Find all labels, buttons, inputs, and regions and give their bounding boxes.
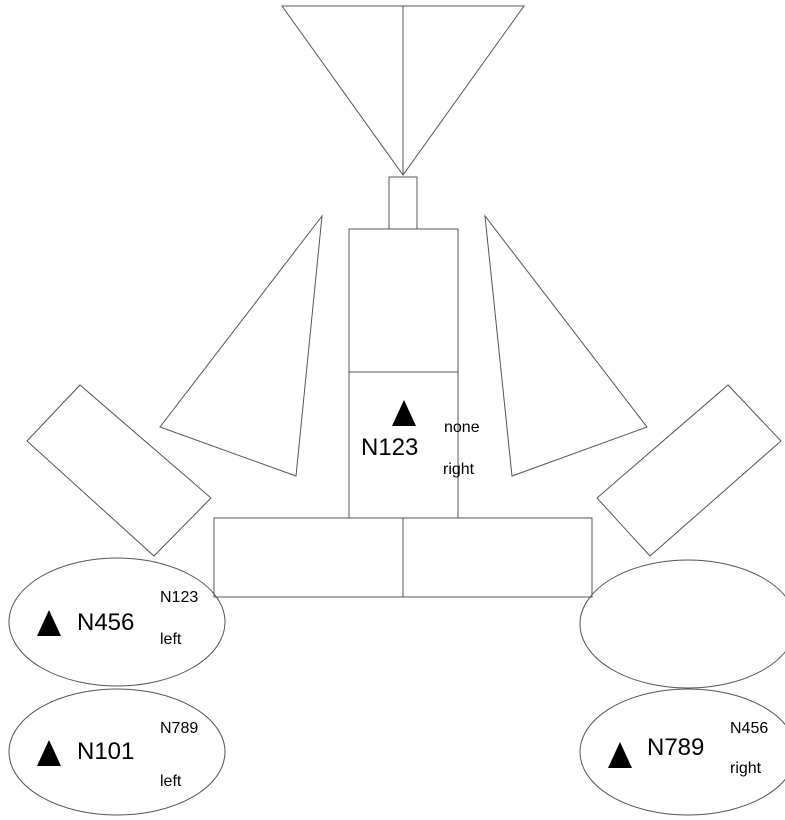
node-n123: N123 none right	[361, 400, 480, 478]
node-id-label: N456	[77, 609, 134, 636]
right-angled-box	[596, 384, 782, 557]
n456-ellipse	[8, 557, 226, 687]
left-angled-box	[26, 384, 212, 557]
node-n456: N456 N123 left	[37, 589, 198, 648]
left-wing-triangle	[159, 214, 323, 477]
center-upper-box	[348, 228, 459, 373]
node-parent-label: N456	[730, 720, 768, 737]
node-id-label: N101	[77, 738, 134, 765]
node-parent-label: N789	[160, 720, 198, 737]
node-side-label: left	[160, 773, 182, 790]
n101-ellipse	[8, 688, 226, 816]
stem-connector	[388, 176, 418, 230]
n789-ellipse	[579, 688, 785, 816]
right-wing-triangle	[484, 214, 648, 477]
node-id-label: N123	[361, 434, 418, 461]
triangle-marker-icon	[37, 740, 61, 766]
node-parent-label: none	[444, 419, 480, 436]
node-id-label: N789	[647, 734, 704, 761]
triangle-marker-icon	[608, 742, 632, 768]
node-side-label: right	[443, 461, 475, 478]
triangle-marker-icon	[37, 610, 61, 636]
node-side-label: left	[160, 631, 182, 648]
empty-right-ellipse	[579, 559, 785, 689]
triangle-marker-icon	[392, 400, 416, 426]
node-n101: N101 N789 left	[37, 720, 198, 790]
node-n789: N789 N456 right	[608, 720, 768, 777]
node-parent-label: N123	[160, 589, 198, 606]
node-side-label: right	[730, 760, 762, 777]
